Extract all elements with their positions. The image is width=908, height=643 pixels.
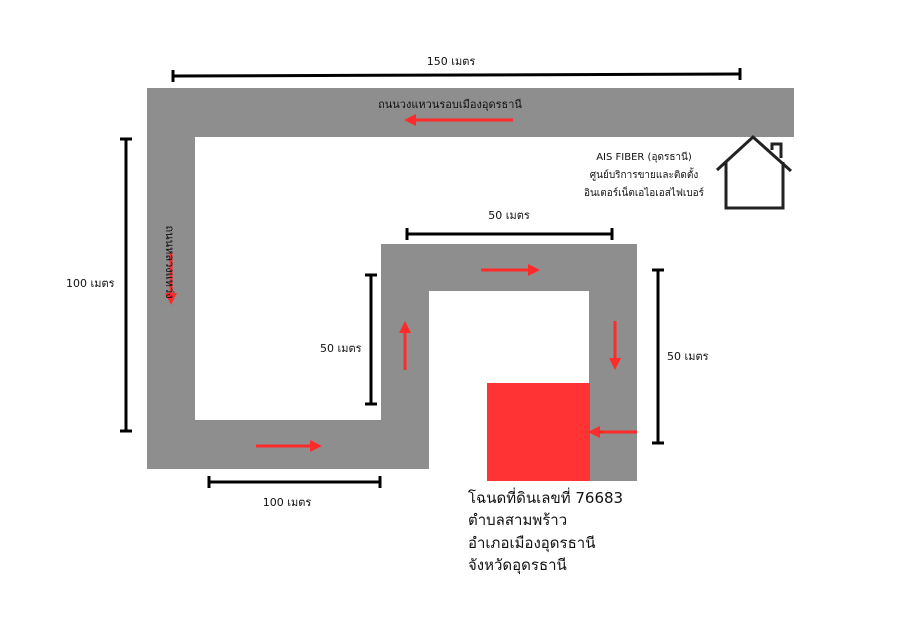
dimension-bottom (207, 476, 382, 488)
arrow-down-left-road (165, 252, 177, 305)
ring-road (147, 88, 794, 137)
land-plot-marker (487, 383, 590, 481)
landmark-service-detail: อินเตอร์เน็ตเอไอเอสไฟเบอร์ (584, 185, 705, 199)
dimension-left (120, 137, 132, 433)
house-icon (715, 134, 793, 210)
plot-province: จังหวัดอุดรธานี (468, 556, 567, 575)
arrow-right-bottom-road (256, 440, 322, 452)
landmark-name: AIS FIBER (อุดรธานี) (596, 151, 692, 163)
arrow-left-ring-road (404, 114, 513, 126)
road-network (147, 88, 794, 481)
dimension-bottom-label: 100 เมตร (263, 496, 312, 509)
dimension-left-label: 100 เมตร (66, 277, 115, 290)
arrow-left-into-plot (588, 426, 637, 438)
dimension-inner-top (405, 228, 614, 240)
plot-deed-number: โฉนดที่ดินเลขที่ 76683 (468, 487, 623, 507)
plot-subdistrict: ตำบลสามพร้าว (468, 511, 567, 529)
arrow-up-inner-left-road (399, 321, 411, 370)
ring-road-label: ถนนวงแหวนรอบเมืองอุดรธานี (378, 98, 522, 111)
plot-district: อำเภอเมืองอุดรธานี (468, 534, 595, 553)
arrow-down-inner-right-road (609, 321, 621, 370)
direction-arrows (165, 114, 637, 452)
dimension-top-label: 150 เมตร (427, 55, 476, 68)
dimension-lines (120, 68, 742, 488)
dimension-inner-left (365, 273, 377, 406)
dimension-right-label: 50 เมตร (667, 350, 709, 363)
side-road-label: ถนนหลวงแหว่ง (163, 225, 176, 298)
dimension-right (652, 268, 664, 445)
dimension-inner-top-label: 50 เมตร (488, 209, 530, 222)
arrow-right-inner-top-road (481, 264, 540, 276)
dimension-top (171, 68, 742, 82)
dimension-inner-left-label: 50 เมตร (320, 342, 362, 355)
landmark-service: ศูนย์บริการขายและติดตั้ง (590, 167, 699, 181)
